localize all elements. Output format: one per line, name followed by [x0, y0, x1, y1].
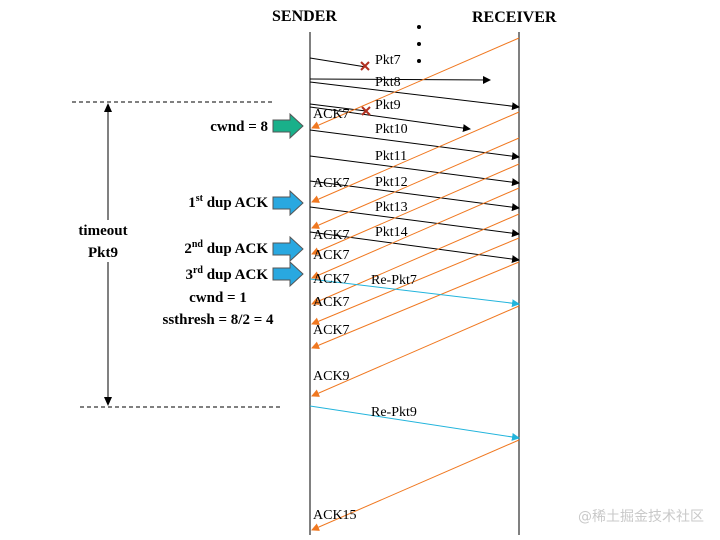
ack-line-9 [311, 305, 520, 397]
cwnd-event-arrow-icon [272, 112, 304, 140]
ack-label: ACK7 [313, 248, 350, 263]
cwnd-initial-label: cwnd = 8 [210, 119, 268, 135]
ack-label: ACK7 [313, 323, 350, 338]
ack-line-2 [311, 111, 520, 203]
packet-line-pkt8 [309, 75, 491, 84]
ack-label: ACK7 [313, 272, 350, 287]
cwnd-after-label: cwnd = 1 [189, 290, 247, 306]
loss-mark-pkt9 [361, 106, 371, 116]
first-dup-ack-label: 1st dup ACK [188, 193, 268, 211]
packet-label: Pkt13 [375, 200, 408, 215]
packet-label: Pkt10 [375, 122, 408, 137]
ack-line-4 [311, 163, 520, 255]
sender-header: SENDER [272, 8, 337, 25]
packet-line-pkt11 [309, 129, 520, 161]
loss-mark-pkt7 [360, 61, 370, 71]
ack-label: ACK7 [313, 176, 350, 191]
packet-line-pkt15 [309, 231, 520, 264]
ack-line-3 [311, 137, 520, 229]
dup-ack-2-arrow-icon [272, 235, 304, 263]
packet-line-pkt12 [309, 155, 520, 187]
receiver-header: RECEIVER [472, 9, 557, 26]
ack-label: ACK15 [313, 508, 357, 523]
packet-label: Pkt7 [375, 53, 401, 68]
retransmit-label: Re-Pkt9 [371, 405, 417, 420]
packet-label: Pkt9 [375, 98, 401, 113]
dup-ack-3-arrow-icon [272, 260, 304, 288]
retransmit-line-pkt9 [309, 405, 520, 441]
ack-line-1 [311, 37, 520, 129]
packet-line-pkt9 [309, 103, 367, 112]
packet-label: Pkt12 [375, 175, 408, 190]
ack-line-5 [311, 187, 520, 279]
ack-line-7 [311, 237, 520, 326]
timeout-label-background [70, 220, 140, 262]
ack-line-8 [311, 261, 520, 350]
packet-line-pkt10 [309, 106, 471, 133]
ack-lines [311, 37, 520, 531]
retransmit-label: Re-Pkt7 [371, 273, 417, 288]
third-dup-ack-label: 3rd dup ACK [185, 265, 268, 283]
ack-line-10 [311, 439, 520, 531]
packet-line-pkt8b [309, 81, 520, 111]
ack-label: ACK7 [313, 107, 350, 122]
ssthresh-label: ssthresh = 8/2 = 4 [163, 312, 274, 328]
continuation-dots [417, 25, 421, 63]
timeout-packet-label: Pkt9 [88, 245, 118, 261]
packet-line-pkt7 [309, 57, 367, 68]
ack-line-6 [311, 213, 520, 305]
retransmit-line-pkt7 [309, 278, 520, 308]
timeout-label: timeout [78, 223, 127, 239]
packet-label: Pkt11 [375, 149, 407, 164]
packet-label: Pkt14 [375, 225, 408, 240]
packet-label: Pkt8 [375, 75, 401, 90]
watermark: @稀土掘金技术社区 [578, 509, 704, 525]
second-dup-ack-label: 2nd dup ACK [184, 239, 268, 257]
ack-label: ACK7 [313, 295, 350, 310]
dup-ack-1-arrow-icon [272, 189, 304, 217]
ack-label: ACK7 [313, 228, 350, 243]
ack-label: ACK9 [313, 369, 350, 384]
